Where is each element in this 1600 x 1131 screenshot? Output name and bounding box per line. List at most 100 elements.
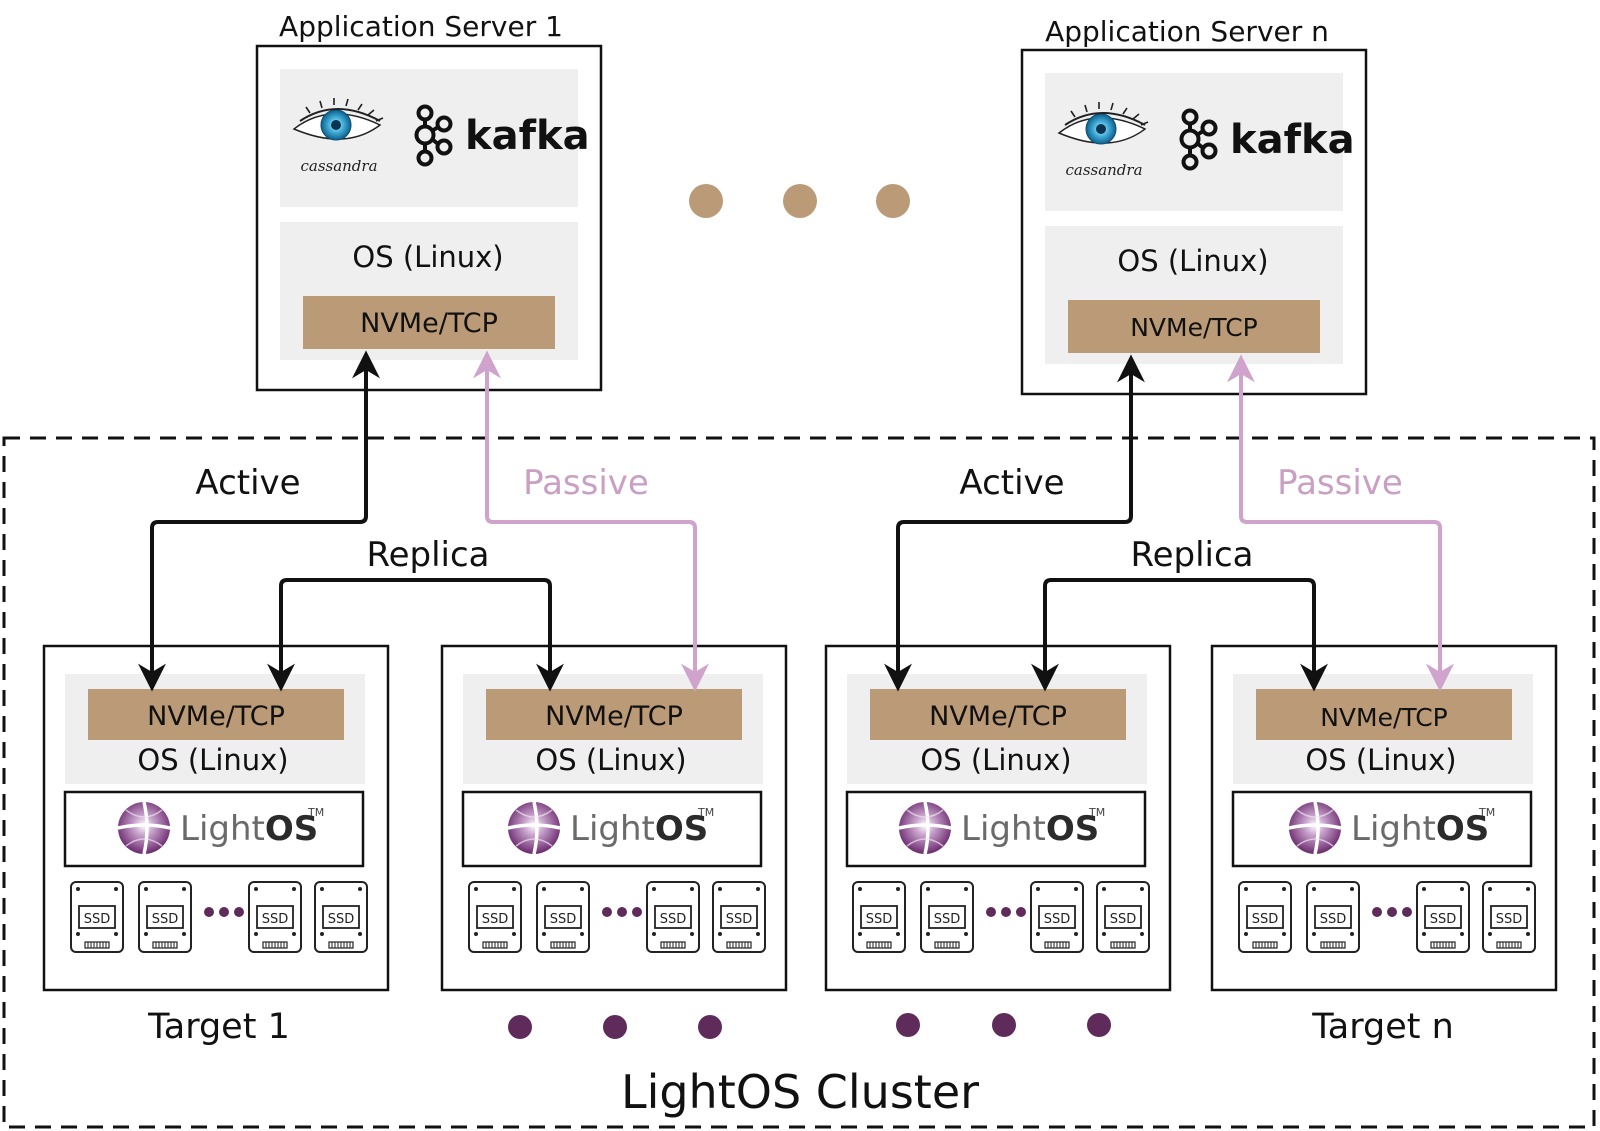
lightos-panel	[1231, 790, 1533, 868]
lightos-logo-icon	[897, 800, 953, 856]
ssd-icon: SSD	[70, 881, 124, 953]
target-2: NVMe/TCP OS (Linux) LightOS TM SSD SSD S…	[440, 644, 788, 992]
active-connector	[138, 350, 380, 692]
trademark: TM	[307, 806, 324, 819]
target-n: NVMe/TCP OS (Linux) LightOS TM SSD SSD S…	[1210, 644, 1558, 1047]
nvme-tcp-block	[486, 689, 742, 740]
kafka-logo-icon: kafka	[414, 104, 590, 167]
lightos-logo-light: LightOS	[961, 809, 1099, 849]
server-title: Application Server n	[1045, 15, 1329, 48]
kafka-logo-icon: kafka	[1179, 108, 1355, 171]
ellipsis-dot	[1087, 1013, 1111, 1037]
ssd-icon: SSD	[852, 881, 906, 953]
nvme-tcp-label: NVMe/TCP	[1130, 313, 1258, 342]
active-connector	[884, 354, 1145, 692]
lightos-logo-icon	[1287, 800, 1343, 856]
ellipsis-dot	[876, 184, 910, 218]
svg-text:SSD: SSD	[660, 912, 687, 927]
passive-connector	[1227, 354, 1454, 692]
nvme-tcp-label: NVMe/TCP	[1320, 703, 1448, 732]
lightos-panel	[63, 790, 365, 868]
lightos-logo-icon	[116, 800, 172, 856]
ssd-icon: SSD	[468, 881, 522, 953]
lightos-logo-light: LightOS	[180, 809, 318, 849]
ssd-icon: SSD	[1416, 881, 1470, 953]
nvme-tcp-block	[870, 689, 1126, 740]
ssd-icon: SSD	[248, 881, 302, 953]
target-3: NVMe/TCP OS (Linux) LightOS TM SSD SSD S…	[824, 644, 1172, 992]
ssd-icon: SSD	[138, 881, 192, 953]
target-caption: Target n	[1311, 1007, 1454, 1047]
active-label: Active	[959, 463, 1064, 503]
ellipsis-dot	[698, 1015, 722, 1039]
lightos-logo-light: LightOS	[1351, 809, 1489, 849]
os-label: OS (Linux)	[137, 743, 288, 777]
os-label: OS (Linux)	[535, 743, 686, 777]
servers-ellipsis	[689, 184, 910, 218]
cassandra-label: cassandra	[1065, 161, 1142, 179]
targets-ellipsis-right	[896, 1013, 1111, 1037]
ellipsis-dot	[896, 1013, 920, 1037]
os-label: OS (Linux)	[920, 743, 1071, 777]
svg-text:SSD: SSD	[866, 912, 893, 927]
os-label: OS (Linux)	[1117, 244, 1268, 278]
svg-text:SSD: SSD	[1320, 912, 1347, 927]
server-title: Application Server 1	[279, 10, 563, 43]
trademark: TM	[1478, 806, 1495, 819]
lightos-logo-light: LightOS	[570, 809, 708, 849]
passive-label: Passive	[1277, 463, 1403, 503]
ssd-ellipsis-dot	[204, 907, 214, 917]
application-server-n: Application Server n cassandra kafka OS …	[1020, 15, 1368, 396]
svg-text:SSD: SSD	[1252, 912, 1279, 927]
nvme-tcp-label: NVMe/TCP	[147, 701, 285, 732]
svg-text:SSD: SSD	[1044, 912, 1071, 927]
os-label: OS (Linux)	[1305, 743, 1456, 777]
ssd-icon: SSD	[536, 881, 590, 953]
ssd-ellipsis-dot	[1016, 907, 1026, 917]
ssd-row: SSD SSD SSD SSD	[1238, 881, 1536, 953]
ellipsis-dot	[689, 184, 723, 218]
ssd-ellipsis-dot	[617, 907, 627, 917]
nvme-tcp-label: NVMe/TCP	[545, 701, 683, 732]
svg-text:SSD: SSD	[328, 912, 355, 927]
ssd-ellipsis-dot	[986, 907, 996, 917]
ssd-ellipsis-dot	[602, 907, 612, 917]
passive-label: Passive	[523, 463, 649, 503]
application-server-1: Application Server 1 cassandra kafka OS …	[255, 10, 603, 392]
ssd-icon: SSD	[1238, 881, 1292, 953]
ssd-icon: SSD	[920, 881, 974, 953]
svg-text:SSD: SSD	[726, 912, 753, 927]
trademark: TM	[1088, 806, 1105, 819]
nvme-tcp-block	[88, 689, 344, 740]
ssd-ellipsis-dot	[1387, 907, 1397, 917]
os-label: OS (Linux)	[352, 240, 503, 274]
lightos-logo-icon	[506, 800, 562, 856]
cluster-label: LightOS Cluster	[621, 1065, 979, 1119]
nvme-tcp-label: NVMe/TCP	[929, 701, 1067, 732]
svg-text:SSD: SSD	[1430, 912, 1457, 927]
nvme-tcp-block	[303, 296, 555, 349]
ssd-ellipsis-dot	[632, 907, 642, 917]
svg-text:SSD: SSD	[1110, 912, 1137, 927]
nvme-tcp-block	[1068, 300, 1320, 353]
ssd-icon: SSD	[1306, 881, 1360, 953]
replica-label: Replica	[1130, 535, 1253, 575]
ssd-icon: SSD	[1096, 881, 1150, 953]
ellipsis-dot	[783, 184, 817, 218]
svg-text:SSD: SSD	[934, 912, 961, 927]
cassandra-label: cassandra	[300, 157, 377, 175]
cluster-boundary	[2, 436, 1596, 1129]
ssd-ellipsis-dot	[234, 907, 244, 917]
cassandra-logo-icon: cassandra	[1058, 101, 1149, 179]
svg-text:SSD: SSD	[84, 912, 111, 927]
ellipsis-dot	[508, 1015, 532, 1039]
kafka-label: kafka	[465, 113, 590, 159]
trademark: TM	[697, 806, 714, 819]
svg-text:SSD: SSD	[482, 912, 509, 927]
lightos-panel	[845, 790, 1147, 868]
targets-ellipsis-left	[508, 1015, 722, 1039]
ssd-icon: SSD	[314, 881, 368, 953]
target-caption: Target 1	[147, 1007, 290, 1047]
nvme-tcp-label: NVMe/TCP	[360, 308, 498, 339]
